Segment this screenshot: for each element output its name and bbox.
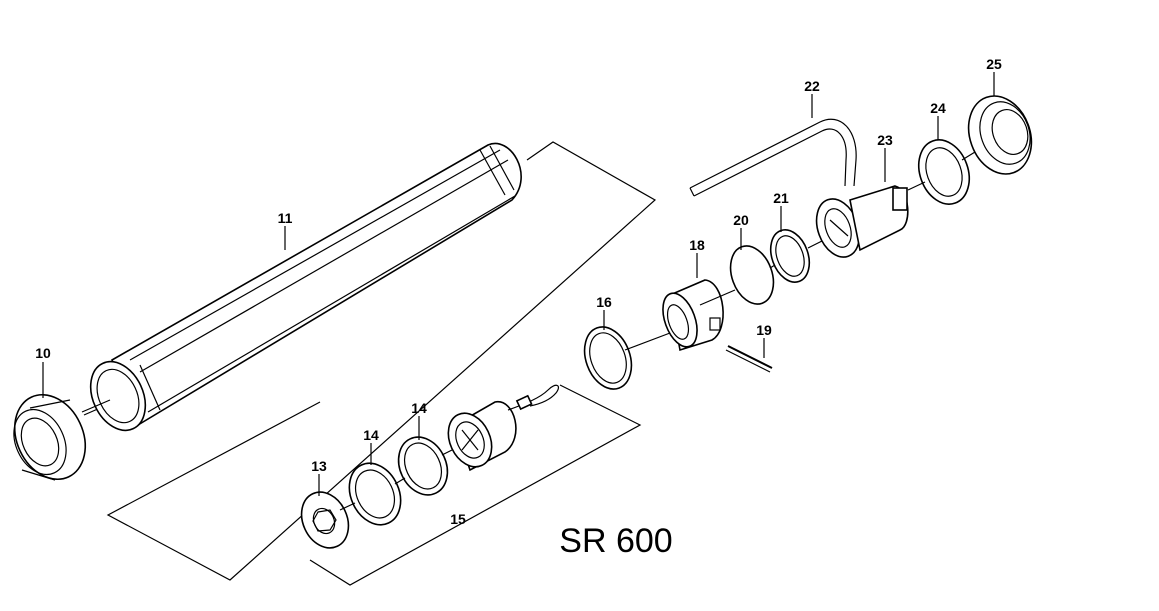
part-23-impeller-housing xyxy=(815,185,909,258)
part-21-ring xyxy=(769,229,811,283)
label-part-20: 20 xyxy=(733,212,749,228)
leader-lines xyxy=(42,72,995,496)
part-16-ring xyxy=(583,326,633,390)
part-labels: 10 11 13 14 14 15 16 18 19 20 21 22 23 2… xyxy=(35,56,1002,527)
label-part-23: 23 xyxy=(877,132,893,148)
model-name: SR 600 xyxy=(559,522,672,560)
part-14-ring-b xyxy=(397,436,449,496)
label-part-21: 21 xyxy=(773,190,789,206)
label-part-14a: 14 xyxy=(363,427,379,443)
group-bracket-15 xyxy=(309,384,642,586)
part-24-seal-ring xyxy=(917,139,971,205)
label-part-24: 24 xyxy=(930,100,946,116)
group-bracket-11 xyxy=(106,141,657,581)
part-14-ring-a xyxy=(348,462,402,526)
label-part-19: 19 xyxy=(756,322,772,338)
part-15-valve-body xyxy=(447,384,560,472)
part-11-tube xyxy=(89,142,522,432)
label-part-25: 25 xyxy=(986,56,1002,72)
part-13-end-cap xyxy=(300,491,350,549)
part-18-coupling xyxy=(662,279,724,352)
label-part-18: 18 xyxy=(689,237,705,253)
part-22-bent-tube xyxy=(689,118,857,197)
part-25-nut xyxy=(967,95,1033,175)
label-part-16: 16 xyxy=(596,294,612,310)
assembly-axis-lines xyxy=(81,151,976,511)
part-10-nut xyxy=(13,393,101,481)
label-part-11: 11 xyxy=(278,210,293,226)
label-part-22: 22 xyxy=(804,78,820,94)
part-19-pin xyxy=(725,345,773,373)
label-part-14b: 14 xyxy=(411,400,427,416)
label-part-13: 13 xyxy=(311,458,327,474)
label-part-10: 10 xyxy=(35,345,51,361)
label-part-15: 15 xyxy=(450,511,466,527)
